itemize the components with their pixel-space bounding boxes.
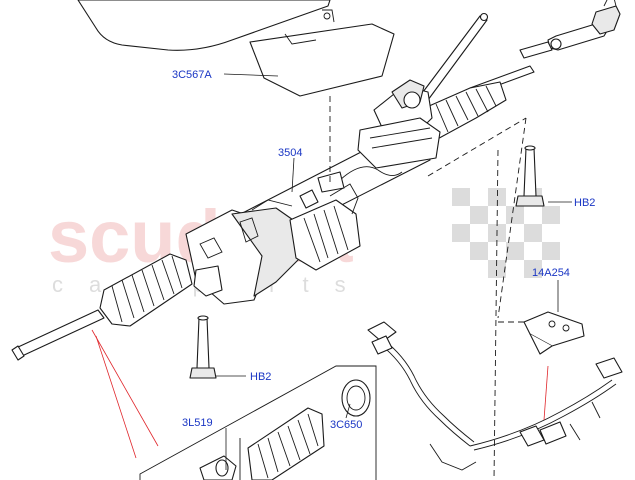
wiring-harness	[367, 321, 623, 471]
label-boot-kit: 3L519	[182, 417, 213, 429]
checker-flag-icon	[452, 188, 560, 278]
tie-rod-end-right	[519, 0, 621, 59]
label-bracket: 14A254	[532, 267, 570, 279]
label-bolt-lower: HB2	[250, 371, 271, 383]
label-seal: 3C650	[330, 419, 362, 431]
upper-panel	[77, 0, 331, 51]
label-leaders	[216, 73, 572, 470]
label-bolt-right: HB2	[574, 197, 595, 209]
label-steering-gear: 3504	[278, 147, 302, 159]
rack-boot-left	[99, 253, 193, 327]
bracket	[523, 311, 585, 355]
bolt-lower	[189, 315, 217, 379]
inner-tie-rod-left	[11, 309, 105, 361]
reference-lines	[329, 96, 527, 480]
steering-gear	[185, 79, 441, 305]
bolt-right	[515, 145, 545, 207]
cover-plate	[249, 9, 395, 97]
label-cover-plate: 3C567A	[172, 69, 212, 81]
boot-kit-inset	[139, 365, 377, 480]
red-leaders	[91, 329, 549, 459]
